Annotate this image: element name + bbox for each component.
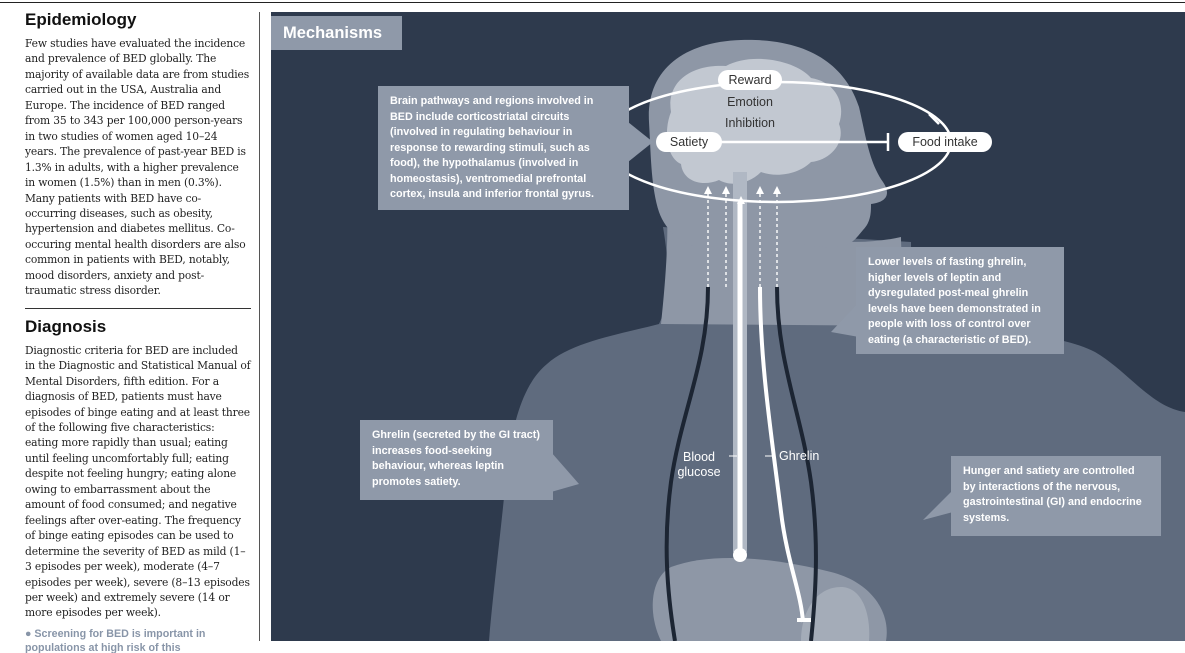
brain-shape	[666, 58, 842, 184]
ghrelin-leptin-callout: Ghrelin (secreted by the GI tract) incre…	[360, 420, 553, 500]
emotion-label: Emotion	[727, 95, 773, 109]
sidebar-text: Epidemiology Few studies have evaluated …	[25, 10, 251, 653]
column-divider	[259, 12, 260, 641]
satiety-label: Satiety	[656, 132, 722, 152]
mechanisms-figure: Mechanisms Reward Emotion Inhibition Sat…	[271, 12, 1185, 641]
hunger-satiety-callout: Hunger and satiety are controlled by int…	[951, 456, 1161, 536]
brain-pathways-callout: Brain pathways and regions involved in B…	[378, 86, 629, 210]
callout-pointer-ghrelin-leptin	[551, 452, 579, 492]
blood-glucose-label: Blood glucose	[677, 450, 721, 479]
diagnosis-body: Diagnostic criteria for BED are included…	[25, 343, 251, 620]
epidemiology-heading: Epidemiology	[25, 10, 137, 29]
ascending-signals	[707, 192, 778, 287]
right-nerve-tract	[775, 286, 818, 641]
screening-bullet: ● Screening for BED is important in popu…	[25, 627, 206, 653]
section-divider	[25, 307, 251, 309]
callout-pointer-brain	[628, 122, 653, 162]
food-intake-label: Food intake	[898, 132, 992, 152]
body-diagram	[489, 39, 1185, 641]
ghrelin-tract	[758, 286, 805, 623]
left-nerve-tract	[664, 286, 710, 641]
signal-arrowheads	[704, 186, 781, 204]
top-rule	[0, 2, 1185, 3]
callout-pointer-hunger	[923, 490, 953, 520]
figure-title: Mechanisms	[271, 16, 402, 50]
glucose-source-dot	[733, 548, 747, 562]
callout-pointer-ghrelin-levels	[831, 302, 859, 337]
diagnosis-heading: Diagnosis	[25, 316, 107, 336]
torso-silhouette	[489, 227, 1185, 641]
epidemiology-body: Few studies have evaluated the incidence…	[25, 37, 250, 298]
inhibition-label: Inhibition	[724, 116, 776, 130]
reward-label: Reward	[718, 70, 782, 90]
intestine-silhouette	[801, 587, 870, 641]
loop-inhibit-bar	[928, 113, 940, 125]
ghrelin-levels-callout: Lower levels of fasting ghrelin, higher …	[856, 247, 1064, 354]
ghrelin-label: Ghrelin	[779, 449, 820, 463]
